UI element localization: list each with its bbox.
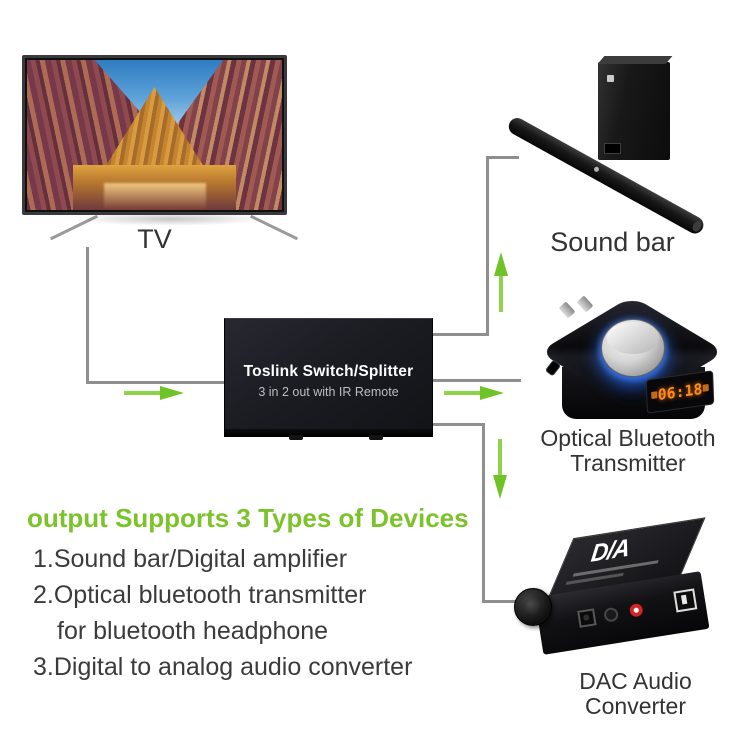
canyon-reflection	[103, 183, 206, 210]
dac-logo: D/A	[589, 534, 632, 569]
connector-dac-h1	[433, 423, 485, 426]
tv-screen-canyon-image	[27, 60, 282, 210]
switch-foot-right	[369, 435, 383, 440]
switch-title: Toslink Switch/Splitter	[243, 363, 414, 380]
dac-device: D/A	[512, 517, 712, 664]
subwoofer	[598, 62, 670, 160]
tv-label: TV	[137, 224, 172, 254]
dac-coaxial-port	[603, 606, 620, 623]
bt-label-line1: Optical Bluetooth	[540, 425, 716, 451]
bt-volume-knob	[601, 319, 665, 377]
info-heading: output Supports 3 Types of Devices	[27, 503, 469, 533]
dac-volume-knob	[514, 588, 552, 626]
dac-rca-port	[628, 602, 644, 618]
connector-soundbar-h1	[433, 333, 489, 336]
connector-bt-horizontal	[433, 379, 521, 382]
tv-shadow	[75, 212, 265, 226]
connector-tv-vertical	[86, 247, 89, 383]
connector-dac-h2	[482, 600, 521, 603]
info-list: 1.Sound bar/Digital amplifier 2.Optical …	[33, 541, 412, 685]
toslink-switch-device: Toslink Switch/Splitter 3 in 2 out with …	[224, 318, 433, 440]
bt-transmitter-label: Optical Bluetooth Transmitter	[523, 426, 733, 476]
switch-bezel	[225, 429, 432, 436]
dac-optical-port	[577, 608, 597, 628]
switch-foot-left	[289, 435, 303, 440]
dac-label: DAC Audio Converter	[543, 669, 728, 719]
bt-label-line2: Transmitter	[570, 450, 686, 476]
info-item-2-continued: for bluetooth headphone	[57, 617, 329, 645]
bt-rca-jack	[558, 301, 576, 319]
bt-rca-jack	[576, 295, 594, 313]
arrow-up-icon	[494, 252, 508, 312]
arrow-down-icon	[493, 439, 507, 499]
connector-soundbar-h2	[486, 156, 519, 159]
info-item-3: 3.Digital to analog audio converter	[33, 653, 413, 681]
dac-label-line2: Converter	[585, 693, 686, 719]
connector-soundbar-vertical	[486, 156, 489, 336]
bluetooth-transmitter-device: 06:18	[538, 295, 726, 435]
dac-logo-badge	[673, 588, 698, 613]
tv-device	[22, 55, 287, 215]
dac-label-line1: DAC Audio	[579, 668, 692, 694]
arrow-right-icon	[124, 386, 184, 400]
subwoofer-port	[604, 143, 621, 154]
arrow-right-icon	[444, 386, 504, 400]
info-item-2: 2.Optical bluetooth transmitter	[33, 581, 367, 609]
connector-dac-vertical	[482, 423, 485, 603]
switch-subtitle: 3 in 2 out with IR Remote	[258, 385, 399, 399]
info-item-1: 1.Sound bar/Digital amplifier	[33, 545, 348, 573]
subwoofer-logo	[607, 75, 614, 82]
connector-tv-horizontal	[86, 381, 224, 384]
sound-bar-label: Sound bar	[550, 227, 675, 257]
